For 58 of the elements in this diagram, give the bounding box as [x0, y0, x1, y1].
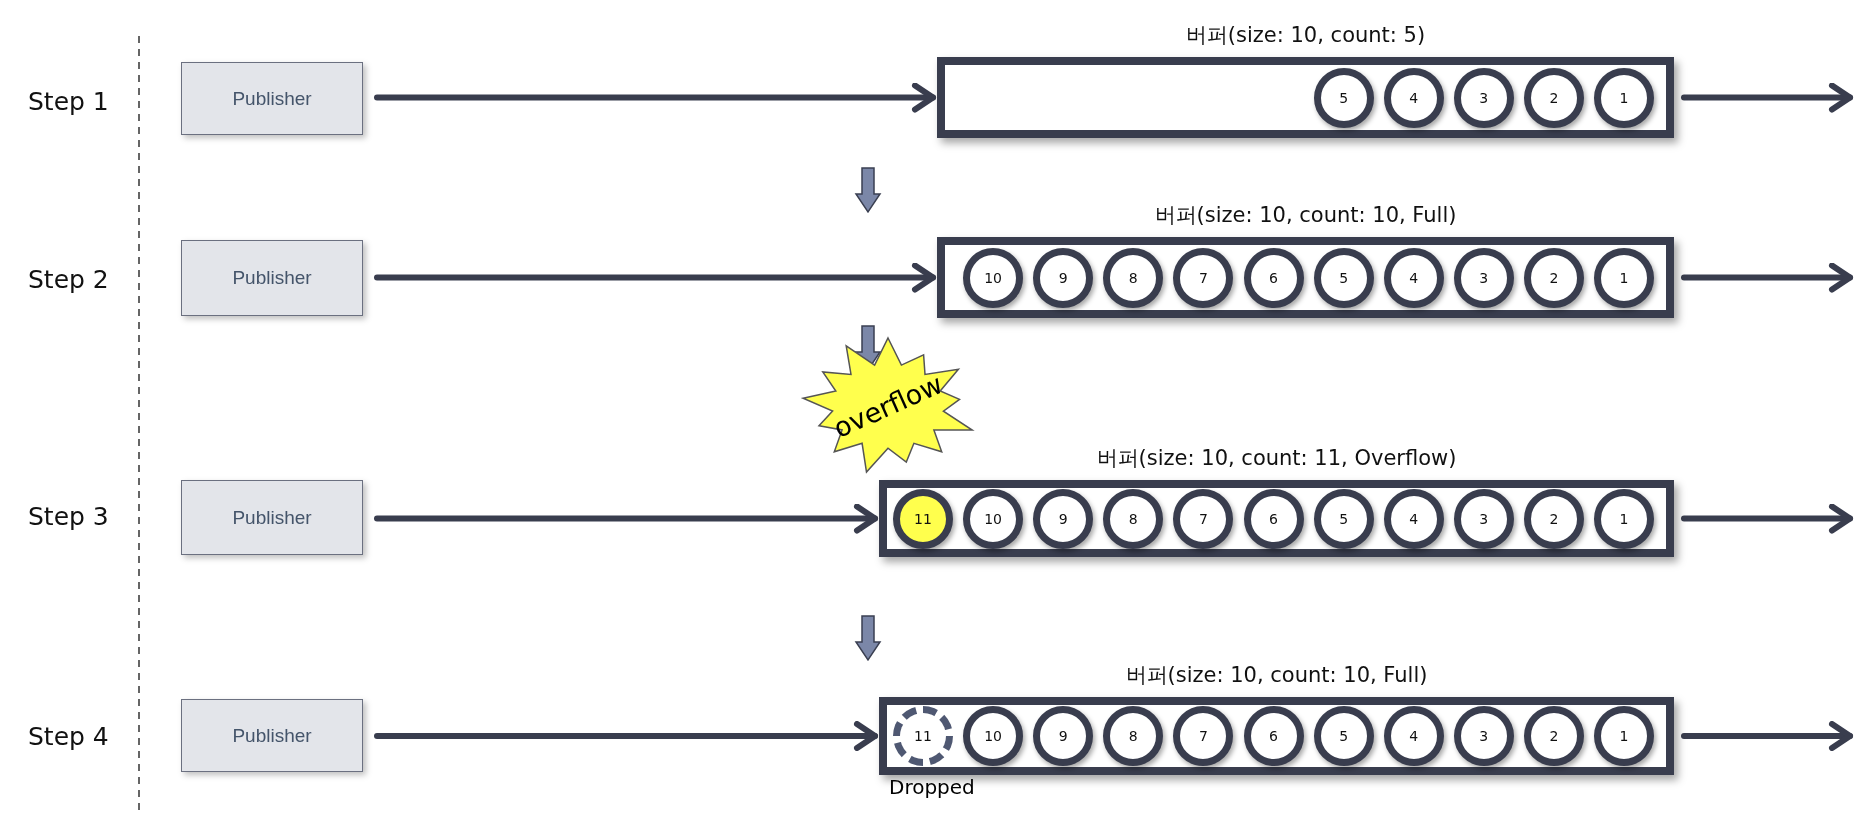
number-circle: 4: [1383, 247, 1444, 308]
number-circle: 3: [1453, 488, 1514, 549]
publisher-box: Publisher: [181, 480, 363, 555]
number-circle: 9: [1033, 706, 1094, 766]
arrow: [374, 262, 936, 293]
number-circle: 11: [893, 488, 953, 549]
number-circle: 9: [1033, 488, 1094, 549]
step-label: Step 2: [28, 265, 109, 294]
number-circle: 5: [1313, 67, 1374, 128]
arrow: [374, 503, 878, 534]
step-label: Step 4: [28, 722, 109, 751]
number-circle: 4: [1383, 706, 1444, 766]
number-circle: 4: [1383, 488, 1444, 549]
number-circle: 1: [1594, 488, 1654, 549]
number-circle: 3: [1453, 247, 1514, 308]
number-circle: 10: [963, 488, 1024, 549]
arrow: [374, 721, 878, 751]
buffer-title: 버퍼(size: 10, count: 10, Full): [1154, 202, 1457, 229]
buffer-title: 버퍼(size: 10, count: 11, Overflow): [1096, 445, 1457, 472]
number-circle: 7: [1173, 247, 1234, 308]
number-circle: 7: [1173, 706, 1234, 766]
number-circle: 3: [1453, 706, 1514, 766]
number-circle: 1: [1594, 67, 1654, 128]
arrow: [1681, 82, 1853, 113]
number-circle: 6: [1243, 488, 1304, 549]
arrow: [1681, 721, 1853, 751]
arrow: [1681, 262, 1853, 293]
number-circle: 9: [1033, 247, 1094, 308]
number-circle: 5: [1313, 488, 1374, 549]
arrow: [1681, 503, 1853, 534]
step-label: Step 1: [28, 87, 109, 116]
number-circle: 1: [1594, 247, 1654, 308]
number-circle: 2: [1523, 247, 1584, 308]
step-label: Step 3: [28, 502, 109, 531]
publisher-box: Publisher: [181, 240, 363, 316]
number-circle: 2: [1523, 706, 1584, 766]
number-circle: 7: [1173, 488, 1234, 549]
number-circle: 2: [1523, 67, 1584, 128]
publisher-box: Publisher: [181, 699, 363, 772]
number-circle: 1: [1594, 706, 1654, 766]
number-circle: 2: [1523, 488, 1584, 549]
number-circle: 6: [1243, 247, 1304, 308]
number-circle: 8: [1103, 247, 1164, 308]
number-circle: 5: [1313, 247, 1374, 308]
number-circle: 4: [1383, 67, 1444, 128]
caption-text: Dropped: [889, 775, 975, 799]
number-circle: 8: [1103, 706, 1164, 766]
number-circle: 10: [963, 247, 1024, 308]
number-circle: 6: [1243, 706, 1304, 766]
arrow: [374, 82, 936, 113]
number-circle: 3: [1453, 67, 1514, 128]
number-circle: 8: [1103, 488, 1164, 549]
buffer-title: 버퍼(size: 10, count: 10, Full): [1125, 662, 1428, 689]
number-circle: 5: [1313, 706, 1374, 766]
number-circle: 11: [893, 706, 953, 766]
publisher-box: Publisher: [181, 62, 363, 135]
buffer-title: 버퍼(size: 10, count: 5): [1185, 22, 1426, 49]
number-circle: 10: [963, 706, 1024, 766]
